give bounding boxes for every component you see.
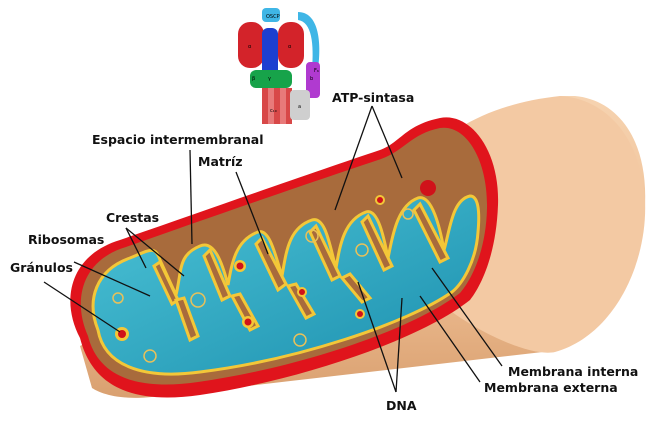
atp-synthase-inset: OSCP α α β γ b c₁₀ a F₆ [238,8,320,124]
inset-oscp: OSCP [266,14,280,20]
inset-b: b [310,76,313,82]
label-dna: DNA [386,398,417,413]
inset-beta: β [252,76,255,82]
label-granulos: Gránulos [10,260,73,275]
inset-a: a [298,104,301,110]
label-atp-sintasa: ATP-sintasa [332,90,414,105]
label-crestas: Crestas [106,210,159,225]
label-espacio-intermembranal: Espacio intermembranal [92,132,264,147]
label-matriz: Matríz [198,154,243,169]
inset-c: c₁₀ [270,108,277,114]
inset-gamma: γ [268,76,271,82]
label-ribosomas: Ribosomas [28,232,104,247]
label-membrana-interna: Membrana interna [508,364,638,379]
inset-f6: F₆ [314,68,319,74]
label-membrana-externa: Membrana externa [484,380,618,395]
